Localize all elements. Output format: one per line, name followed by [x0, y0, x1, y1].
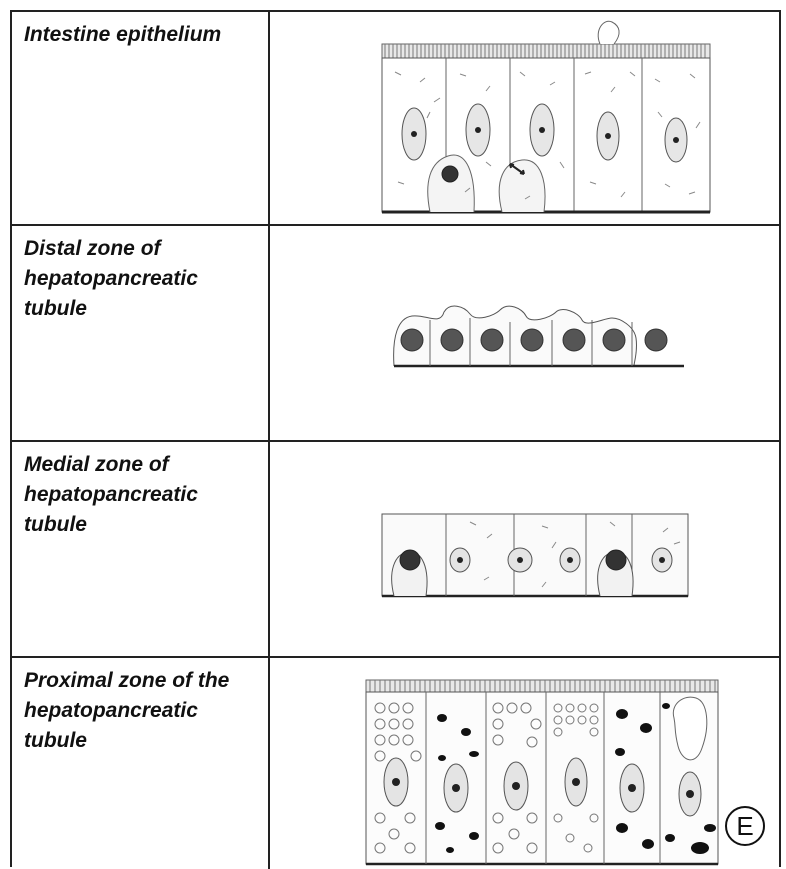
distal-zone-figure [270, 226, 779, 440]
row-label: Proximal zone of the hepatopancreatic tu… [24, 666, 256, 756]
medial-zone-figure [270, 442, 779, 656]
table-row: Medial zone of hepatopancreatic tubule [12, 442, 779, 658]
row-label: Intestine epithelium [24, 20, 256, 50]
proximal-zone-drawing [270, 658, 779, 869]
table-row: Proximal zone of the hepatopancreatic tu… [12, 658, 779, 869]
row-label-cell: Distal zone of hepatopancreatic tubule [12, 226, 270, 440]
panel-label-badge: E [725, 806, 765, 846]
zones-table: Intestine epithelium [10, 10, 781, 867]
row-label-cell: Proximal zone of the hepatopancreatic tu… [12, 658, 270, 869]
row-label-cell: Medial zone of hepatopancreatic tubule [12, 442, 270, 656]
row-label-cell: Intestine epithelium [12, 12, 270, 224]
table-row: Distal zone of hepatopancreatic tubule [12, 226, 779, 442]
distal-zone-drawing [270, 226, 779, 440]
proximal-zone-figure [270, 658, 779, 869]
row-label: Distal zone of hepatopancreatic tubule [24, 234, 256, 324]
row-label: Medial zone of hepatopancreatic tubule [24, 450, 256, 540]
intestine-epithelium-figure [270, 12, 779, 224]
medial-zone-drawing [270, 442, 779, 656]
table-row: Intestine epithelium [12, 12, 779, 226]
intestine-epithelium-drawing [270, 12, 779, 224]
